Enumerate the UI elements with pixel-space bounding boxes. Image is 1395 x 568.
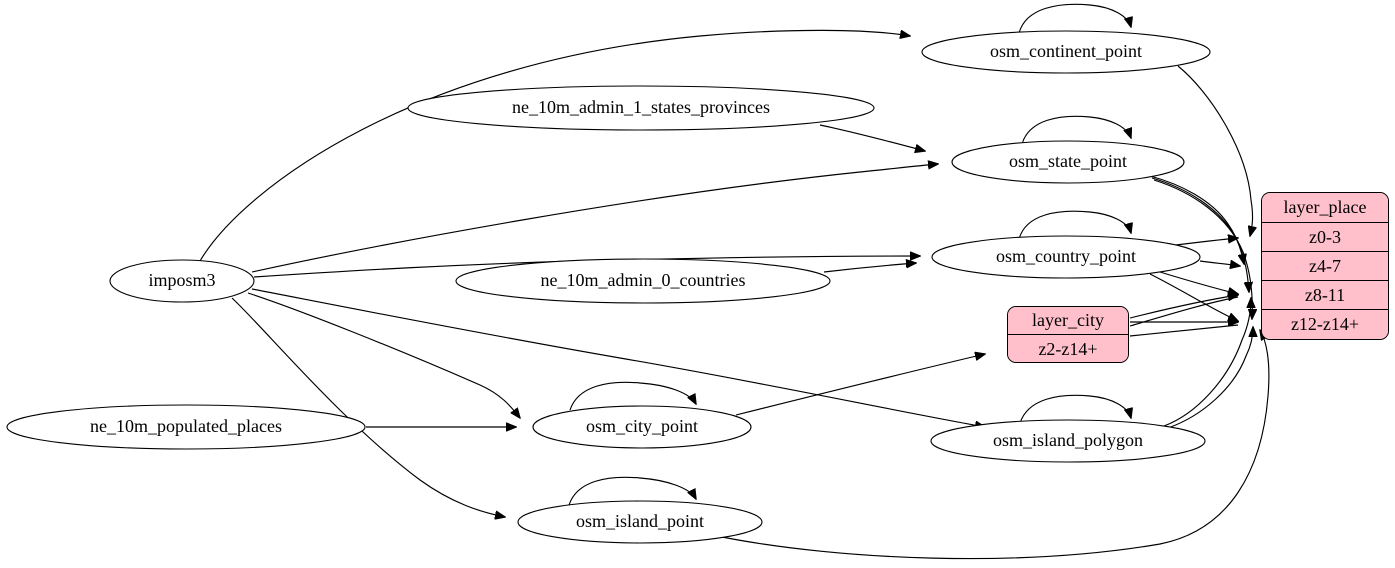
edge-osm_state_point-self-loop <box>1021 115 1131 145</box>
node-label-imposm3: imposm3 <box>148 270 215 290</box>
edge-ne_admin1-to-osm_state_point <box>819 124 925 151</box>
record-row-layer_place-z0-3[interactable]: z0-3 <box>1262 223 1388 252</box>
node-ne_10m_admin_0_countries[interactable]: ne_10m_admin_0_countries <box>455 258 831 304</box>
edge-imposm3-to-osm_island_point <box>231 297 505 517</box>
nodes-layer: imposm3 ne_10m_admin_1_states_provinces … <box>6 30 1211 544</box>
edges-layer <box>199 3 1270 560</box>
edge-osm_country_point-self-loop <box>1018 210 1131 240</box>
node-osm_island_point[interactable]: osm_island_point <box>517 500 763 544</box>
node-ne_10m_admin_1_states_provinces[interactable]: ne_10m_admin_1_states_provinces <box>407 85 875 131</box>
node-osm_city_point[interactable]: osm_city_point <box>532 405 752 449</box>
edge-osm_continent_point-self-loop <box>1018 3 1131 34</box>
node-label-ne_admin1: ne_10m_admin_1_states_provinces <box>512 97 770 117</box>
record-row-layer_place-z8-11[interactable]: z8-11 <box>1262 281 1388 310</box>
record-row-layer_city-z2-z14[interactable]: z2-z14+ <box>1008 335 1128 362</box>
record-node-layer_city[interactable]: layer_city z2-z14+ <box>1007 306 1129 363</box>
node-osm_island_polygon[interactable]: osm_island_polygon <box>930 419 1206 463</box>
node-label-osm_continent_point: osm_continent_point <box>990 41 1142 61</box>
edge-imposm3-to-osm_continent_point <box>199 29 910 262</box>
record-node-layer_place[interactable]: layer_place z0-3 z4-7 z8-11 z12-z14+ <box>1261 192 1389 340</box>
node-osm_country_point[interactable]: osm_country_point <box>931 235 1201 279</box>
node-imposm3[interactable]: imposm3 <box>109 259 255 303</box>
record-header-layer_city: layer_city <box>1008 307 1128 335</box>
edge-osm_island_polygon-self-loop <box>1019 394 1131 424</box>
edge-osm_continent_point-to-layer_place-z0-3 <box>1177 65 1253 236</box>
edge-ne_admin0-to-osm_country_point <box>823 263 916 273</box>
node-osm_continent_point[interactable]: osm_continent_point <box>921 30 1211 74</box>
record-row-layer_place-z4-7[interactable]: z4-7 <box>1262 252 1388 281</box>
node-ne_10m_populated_places[interactable]: ne_10m_populated_places <box>6 404 366 450</box>
record-row-layer_place-z12-z14[interactable]: z12-z14+ <box>1262 310 1388 339</box>
edge-imposm3-to-osm_city_point <box>247 292 520 418</box>
node-label-osm_island_polygon: osm_island_polygon <box>993 430 1143 450</box>
record-header-layer_place: layer_place <box>1262 193 1388 223</box>
edge-osm_country_point-to-layer_place-z0-3 <box>1167 238 1238 247</box>
edge-imposm3-to-osm_state_point <box>251 164 938 273</box>
edge-osm_country_point-to-layer_place-z4-7 <box>1199 261 1240 266</box>
edge-osm_island_point-to-layer_place-z12-z14 <box>721 330 1270 560</box>
edge-layer_city-extra-2 <box>1129 324 1239 337</box>
node-label-osm_city_point: osm_city_point <box>586 416 698 436</box>
edge-osm_island_polygon-to-layer_place-z8-11 <box>1163 298 1251 427</box>
node-label-ne_populated: ne_10m_populated_places <box>90 416 282 436</box>
node-label-osm_island_point: osm_island_point <box>576 511 704 531</box>
node-osm_state_point[interactable]: osm_state_point <box>951 140 1185 184</box>
edge-imposm3-to-osm_island_polygon <box>251 288 985 427</box>
node-label-osm_state_point: osm_state_point <box>1009 151 1127 171</box>
edge-osm_city_point-to-layer_city-z2-z14 <box>735 354 985 416</box>
node-label-ne_admin0: ne_10m_admin_0_countries <box>541 270 746 290</box>
edge-osm_island_point-self-loop <box>568 476 696 506</box>
edge-osm_country_point-to-layer_place-z12-z14 <box>1149 273 1238 321</box>
edge-layer_city-to-layer_place-z8-11 <box>1129 295 1238 319</box>
edge-layer_city-extra-1 <box>1129 296 1239 327</box>
node-label-osm_country_point: osm_country_point <box>996 246 1136 266</box>
edge-osm_island_polygon-to-layer_place-z12-z14 <box>1167 327 1253 429</box>
edge-osm_city_point-self-loop <box>569 381 696 411</box>
edge-osm_country_point-to-layer_place-z8-11 <box>1159 271 1238 294</box>
